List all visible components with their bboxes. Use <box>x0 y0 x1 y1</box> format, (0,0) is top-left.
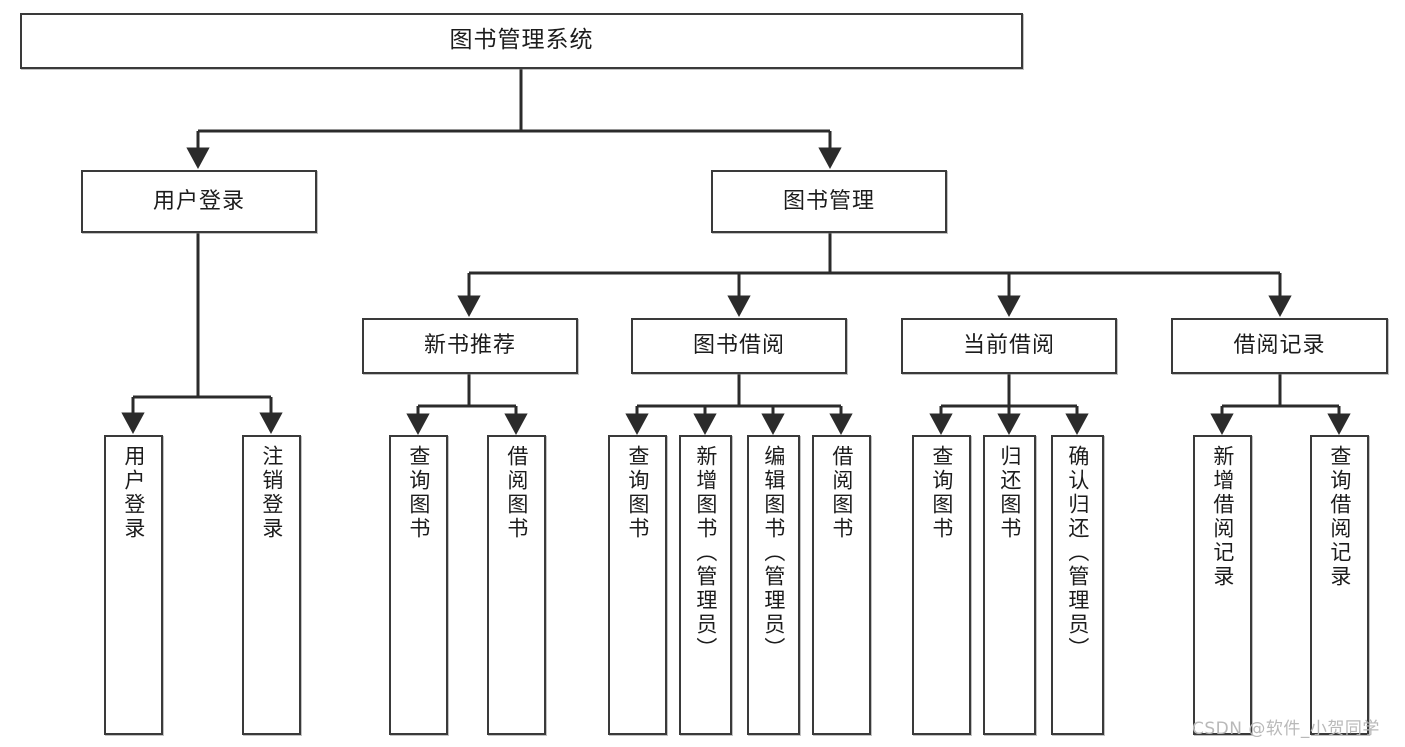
node-label: 确认归还（管理员） <box>1065 445 1090 661</box>
leaf-book-borrow-add[interactable]: 新增图书（管理员） <box>679 435 732 735</box>
leaf-current-borrow-query[interactable]: 查询图书 <box>912 435 971 735</box>
node-label: 用户登录 <box>121 445 146 541</box>
node-label: 借阅图书 <box>829 445 854 541</box>
leaf-current-borrow-confirm-return[interactable]: 确认归还（管理员） <box>1051 435 1104 735</box>
node-root-book-management-system[interactable]: 图书管理系统 <box>20 13 1023 69</box>
node-label: 图书管理 <box>782 188 875 214</box>
node-label: 借阅记录 <box>1233 333 1326 359</box>
leaf-new-book-query[interactable]: 查询图书 <box>389 435 448 735</box>
leaf-book-borrow-query[interactable]: 查询图书 <box>608 435 667 735</box>
watermark: CSDN @软件_小贺同学 <box>1192 719 1380 739</box>
leaf-user-login-login[interactable]: 用户登录 <box>104 435 163 735</box>
node-label: 查询图书 <box>929 445 954 541</box>
node-label: 借阅图书 <box>504 445 529 541</box>
leaf-borrow-record-add[interactable]: 新增借阅记录 <box>1193 435 1252 735</box>
node-book-borrow[interactable]: 图书借阅 <box>631 318 847 374</box>
node-label: 查询图书 <box>406 445 431 541</box>
leaf-new-book-borrow[interactable]: 借阅图书 <box>487 435 546 735</box>
node-label: 查询借阅记录 <box>1327 445 1352 589</box>
node-user-login[interactable]: 用户登录 <box>81 170 317 233</box>
node-label: 新增图书（管理员） <box>693 445 718 661</box>
node-book-management[interactable]: 图书管理 <box>711 170 947 233</box>
node-label: 编辑图书（管理员） <box>761 445 786 661</box>
node-current-borrow[interactable]: 当前借阅 <box>901 318 1117 374</box>
leaf-book-borrow-borrow[interactable]: 借阅图书 <box>812 435 871 735</box>
node-label: 查询图书 <box>625 445 650 541</box>
node-label: 新书推荐 <box>423 333 516 359</box>
node-label: 新增借阅记录 <box>1210 445 1235 589</box>
leaf-current-borrow-return[interactable]: 归还图书 <box>983 435 1036 735</box>
node-label: 用户登录 <box>152 188 245 214</box>
leaf-book-borrow-edit[interactable]: 编辑图书（管理员） <box>747 435 800 735</box>
node-label: 图书管理系统 <box>449 27 594 54</box>
leaf-borrow-record-query[interactable]: 查询借阅记录 <box>1310 435 1369 735</box>
node-new-book-recommend[interactable]: 新书推荐 <box>362 318 578 374</box>
node-label: 归还图书 <box>997 445 1022 541</box>
node-label: 注销登录 <box>259 445 284 541</box>
node-label: 图书借阅 <box>692 333 785 359</box>
node-borrow-record[interactable]: 借阅记录 <box>1171 318 1388 374</box>
node-label: 当前借阅 <box>962 333 1055 359</box>
leaf-user-login-logout[interactable]: 注销登录 <box>242 435 301 735</box>
